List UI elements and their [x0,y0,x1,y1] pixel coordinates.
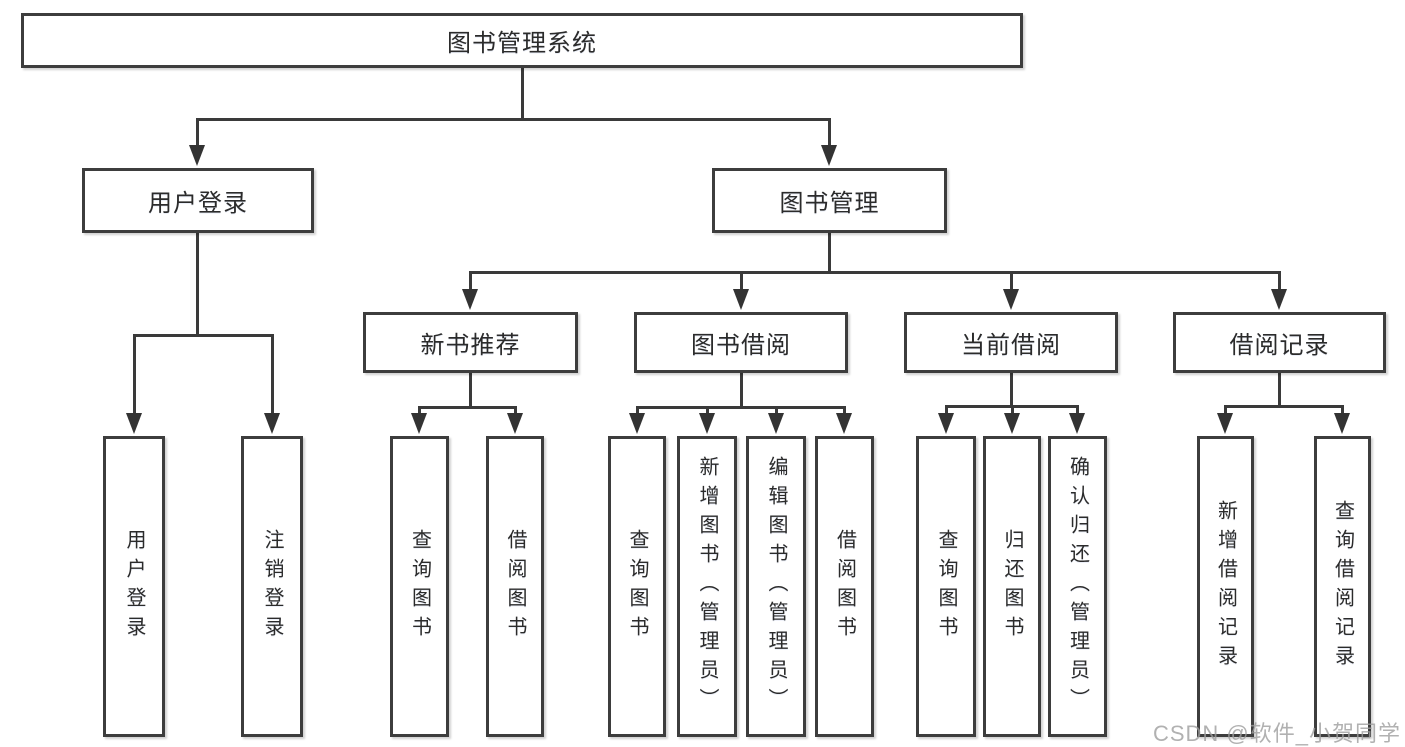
connector-line [132,335,136,415]
node-logout-login: 注销登录 [241,436,303,737]
connector-line [1075,406,1079,415]
connector-line [842,407,846,415]
node-label: 编辑图书（管理员） [765,456,787,717]
connector-line [513,407,517,415]
connector-line [132,333,274,337]
node-br-add-record: 新增借阅记录 [1197,436,1254,737]
connector-line [705,407,709,415]
node-label: 查询图书 [408,528,431,645]
connector-line [417,405,517,409]
arrow-down-icon [264,413,280,434]
node-book-management: 图书管理 [712,168,947,233]
connector-line [195,119,199,147]
arrow-down-icon [189,145,205,166]
node-bb-query-books: 查询图书 [608,436,666,737]
arrow-down-icon [836,413,852,434]
connector-line [195,233,199,335]
arrow-down-icon [462,289,478,310]
watermark: CSDN @软件_小贺同学 [1152,721,1401,746]
connector-line [944,406,948,415]
arrow-down-icon [733,289,749,310]
node-cb-query-books: 查询图书 [916,436,976,737]
arrow-down-icon [1271,289,1287,310]
node-label: 图书借阅 [691,332,791,359]
arrow-down-icon [1334,413,1350,434]
arrow-down-icon [1217,413,1233,434]
node-library-management-system: 图书管理系统 [21,13,1023,68]
node-nbr-borrow-books: 借阅图书 [486,436,544,737]
node-label: 图书管理系统 [447,30,597,57]
node-borrowing-records: 借阅记录 [1173,312,1386,373]
connector-line [1340,406,1344,415]
arrow-down-icon [1004,413,1020,434]
connector-line [1009,272,1013,291]
connector-line [774,407,778,415]
node-label: 查询图书 [935,528,957,645]
arrow-down-icon [507,413,523,434]
arrow-down-icon [821,145,837,166]
connector-line [195,117,831,121]
node-bb-edit-books-admin: 编辑图书（管理员） [746,436,806,737]
node-current-borrowing: 当前借阅 [904,312,1118,373]
arrow-down-icon [126,413,142,434]
node-label: 新增图书（管理员） [696,456,718,717]
node-bb-borrow-books: 借阅图书 [815,436,874,737]
node-label: 确认归还（管理员） [1066,456,1089,717]
node-label: 新书推荐 [420,332,521,359]
connector-line [417,407,421,415]
node-book-borrowing: 图书借阅 [634,312,848,373]
connector-line [1010,406,1014,415]
connector-line [1223,406,1227,415]
connector-line [827,233,831,272]
connector-line [635,407,639,415]
node-user-login: 用户登录 [82,168,314,233]
arrow-down-icon [411,413,427,434]
arrow-down-icon [938,413,954,434]
connector-line [1277,272,1281,291]
connector-line [739,272,743,291]
node-user-login-leaf: 用户登录 [103,436,165,737]
node-label: 用户登录 [148,190,248,217]
node-label: 借阅图书 [504,528,526,645]
connector-line [635,405,846,409]
connector-line [270,335,274,415]
node-label: 当前借阅 [961,332,1061,359]
node-label: 查询图书 [626,528,648,645]
connector-line [827,119,831,147]
node-label: 图书管理 [779,190,880,217]
connector-line [1223,404,1344,408]
node-label: 查询借阅记录 [1331,499,1354,674]
connector-line [739,373,743,407]
node-label: 借阅图书 [833,528,856,645]
node-br-query-record: 查询借阅记录 [1314,436,1371,737]
connector-line [468,270,1281,274]
arrow-down-icon [699,413,715,434]
node-label: 借阅记录 [1229,332,1330,359]
node-label: 新增借阅记录 [1214,499,1237,674]
node-cb-return-books: 归还图书 [983,436,1041,737]
connector-line [468,373,472,407]
arrow-down-icon [768,413,784,434]
node-label: 注销登录 [261,528,283,645]
arrow-down-icon [629,413,645,434]
node-nbr-query-books: 查询图书 [390,436,449,737]
arrow-down-icon [1003,289,1019,310]
node-bb-add-books-admin: 新增图书（管理员） [677,436,737,737]
connector-line [468,272,472,291]
connector-line [1009,373,1013,406]
node-label: 归还图书 [1001,528,1023,645]
node-new-book-recommend: 新书推荐 [363,312,578,373]
node-label: 用户登录 [123,528,145,645]
node-cb-confirm-return-admin: 确认归还（管理员） [1048,436,1107,737]
arrow-down-icon [1069,413,1085,434]
connector-line [1277,373,1281,406]
connector-line [520,68,524,119]
